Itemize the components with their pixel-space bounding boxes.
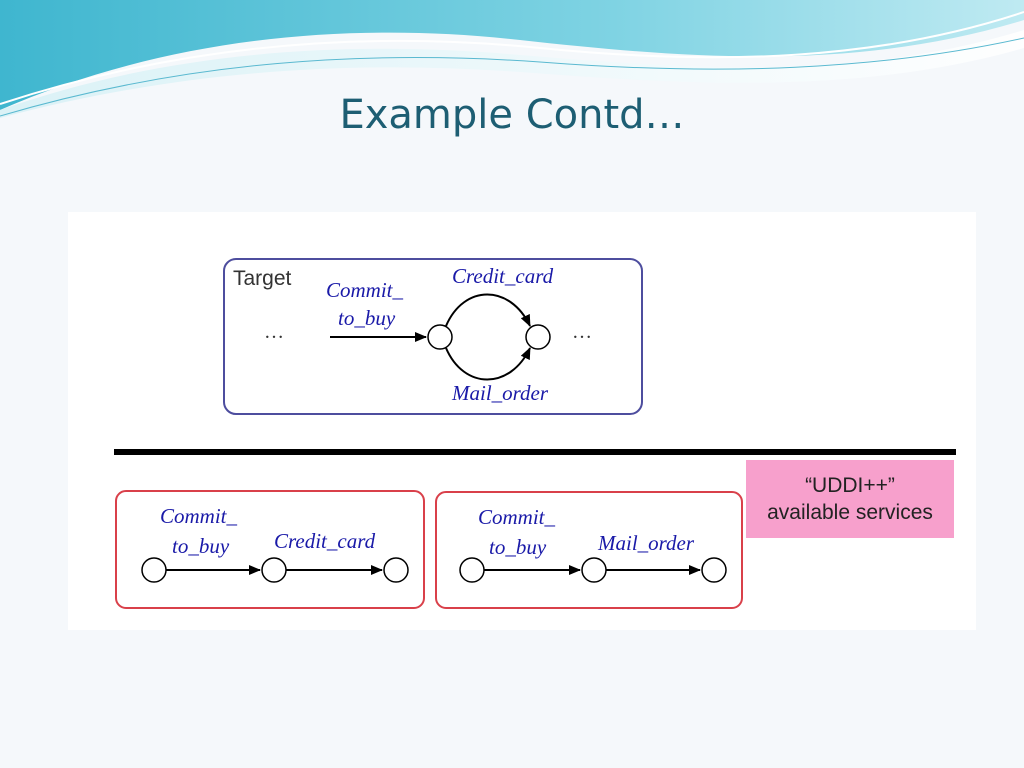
target-right-ellipsis: … — [572, 321, 595, 343]
service2-state-2 — [581, 557, 607, 583]
target-mail-order-label: Mail_order — [452, 381, 549, 405]
service1-second-label: Credit_card — [274, 529, 376, 553]
uddi-registry-name: “UDDI++” — [805, 473, 895, 497]
service2-state-1 — [459, 557, 485, 583]
service2-commit-label-line1: Commit_ — [478, 505, 556, 529]
target-state-end — [525, 324, 551, 350]
target-state-start — [427, 324, 453, 350]
service-composition-diagram: Target … … Commit_ to_buy Credit_card Ma… — [68, 212, 976, 630]
service1-commit-label-line1: Commit_ — [160, 504, 238, 528]
diagram-graphics — [114, 258, 956, 609]
uddi-registry-caption: available services — [767, 501, 933, 524]
target-credit-card-label: Credit_card — [452, 264, 554, 288]
target-commit-label-line1: Commit_ — [326, 278, 404, 302]
service-box-mail-order — [435, 491, 743, 609]
target-commit-label-line2: to_buy — [338, 306, 396, 330]
uddi-registry-box: “UDDI++” available services — [746, 460, 954, 538]
target-label: Target — [233, 267, 292, 290]
service2-commit-label-line2: to_buy — [489, 535, 547, 559]
service1-commit-label-line2: to_buy — [172, 534, 230, 558]
header-wave-decoration — [0, 0, 1024, 118]
target-credit-card-arc — [445, 293, 531, 327]
service-box-credit-card — [115, 490, 425, 609]
service1-state-2 — [261, 557, 287, 583]
service1-state-1 — [141, 557, 167, 583]
target-left-ellipsis: … — [264, 321, 287, 343]
target-mail-order-arc — [445, 347, 531, 381]
target-box — [223, 258, 643, 415]
service2-state-3 — [701, 557, 727, 583]
service2-second-label: Mail_order — [598, 531, 695, 555]
slide-title: Example Contd… — [339, 92, 685, 138]
service1-state-3 — [383, 557, 409, 583]
